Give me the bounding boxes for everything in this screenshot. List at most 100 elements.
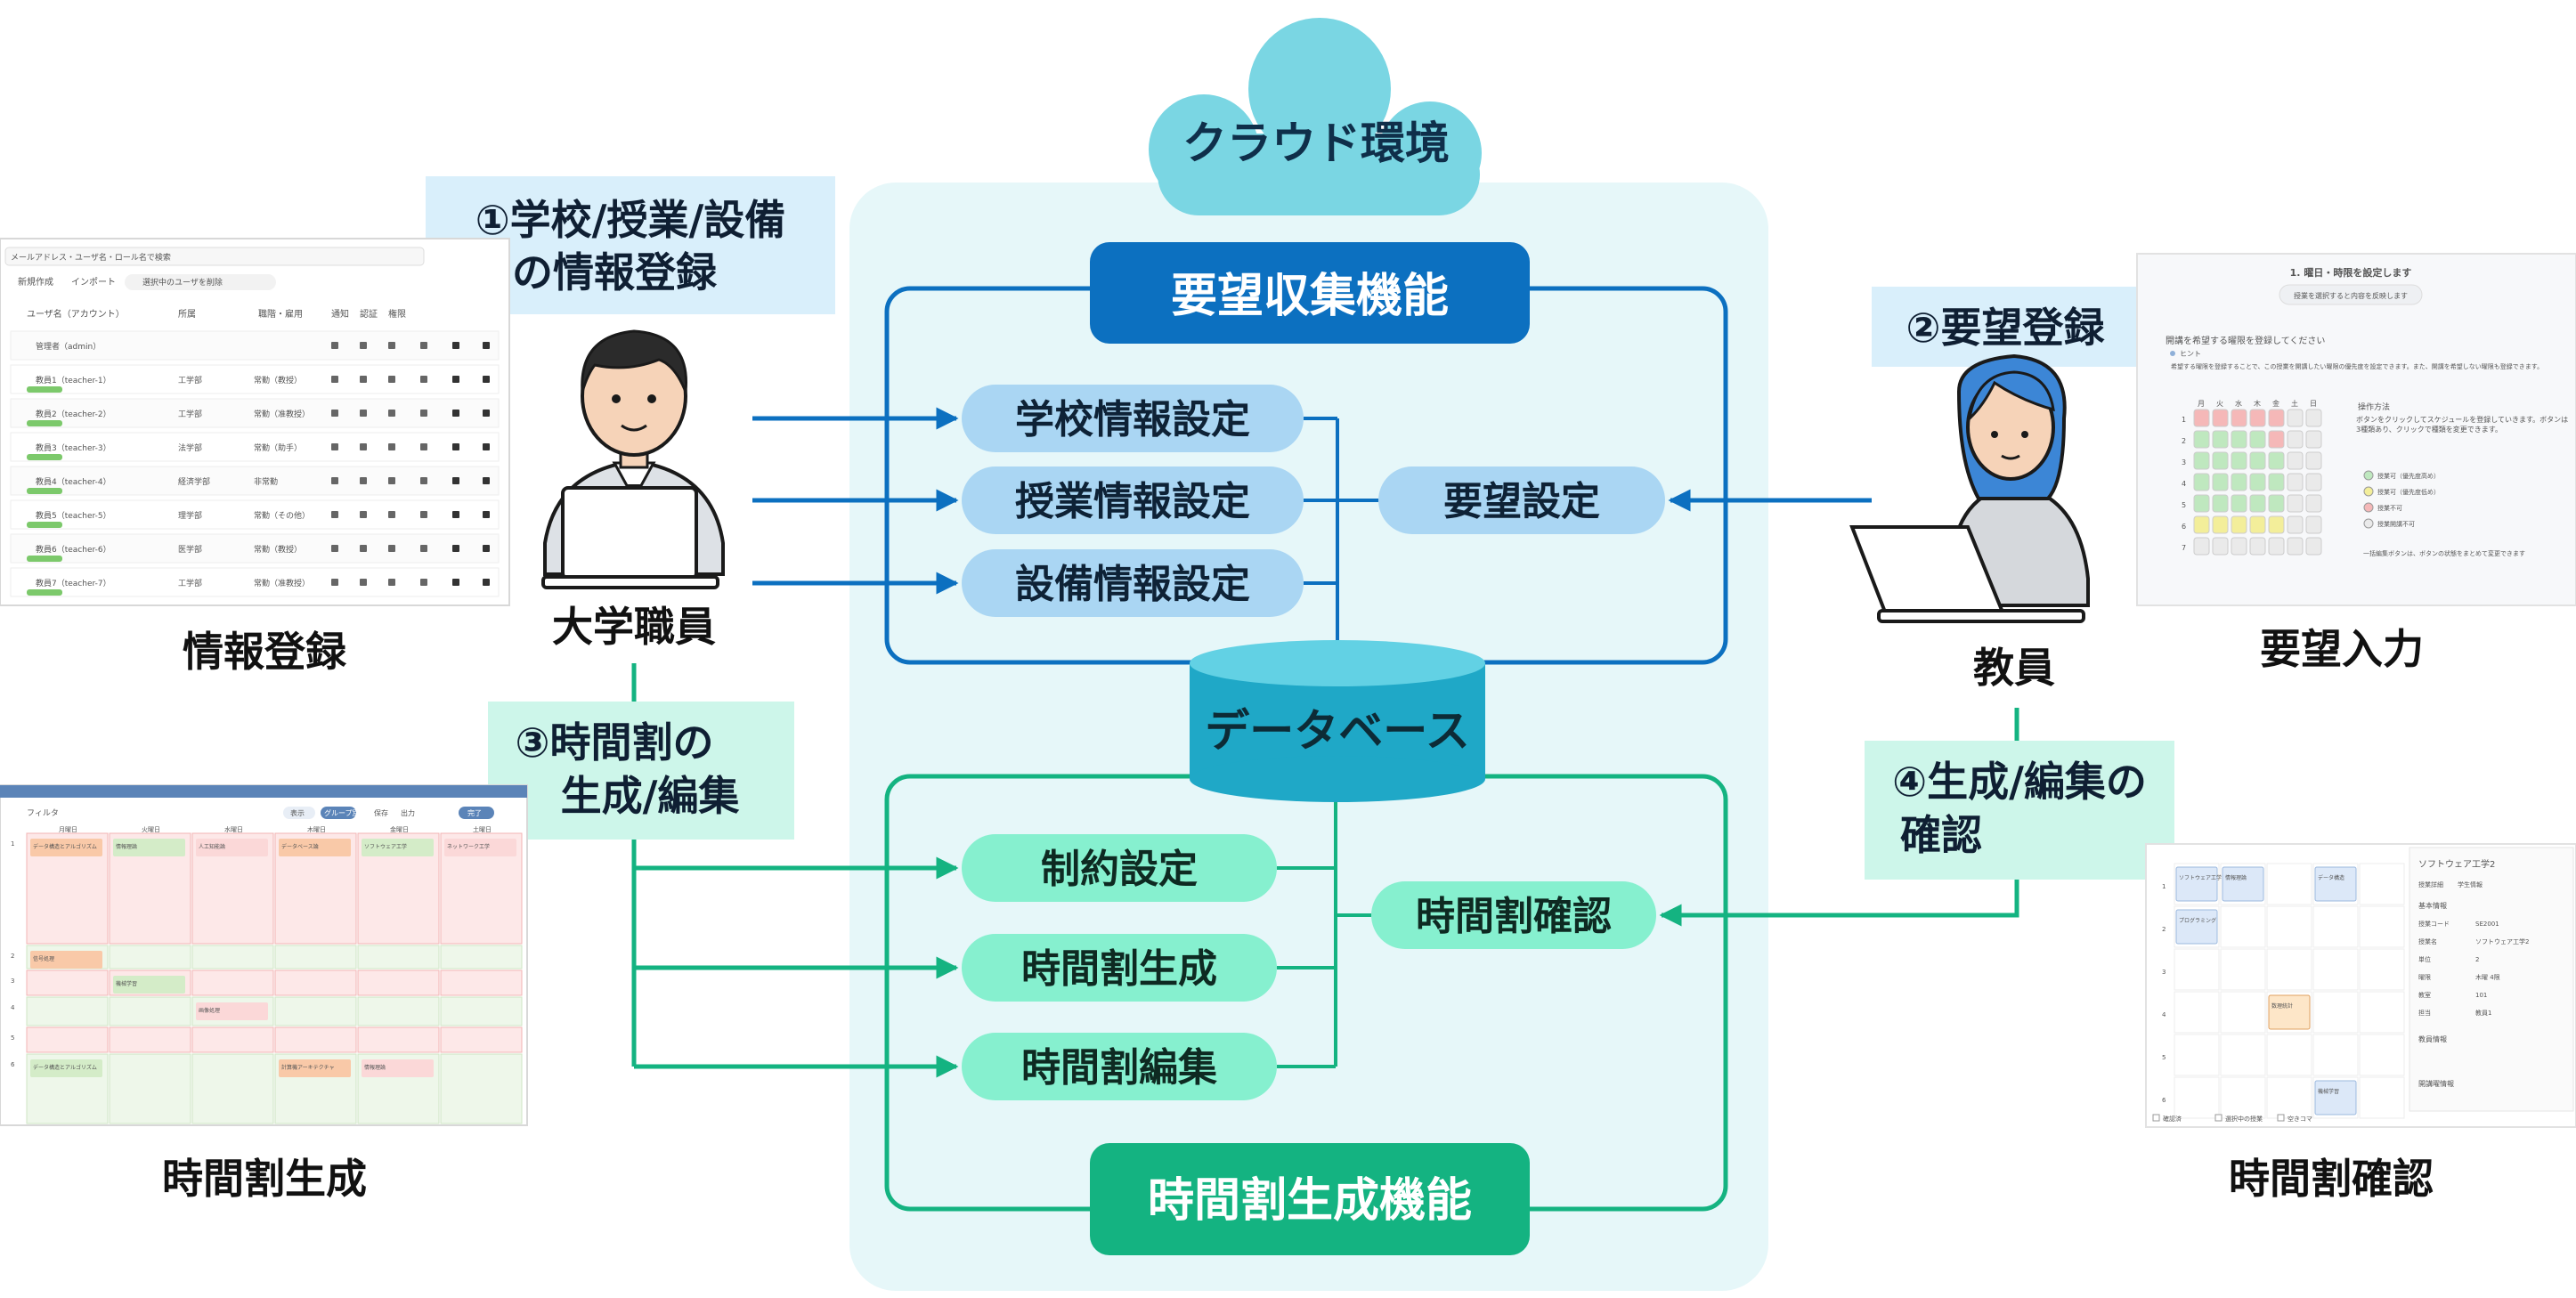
timetable-slot[interactable] [109,1053,191,1124]
setting-icon[interactable] [360,545,367,552]
timetable-slot[interactable] [109,996,191,1026]
timetable-slot[interactable] [2312,991,2359,1034]
request-slot-button[interactable] [2287,430,2304,449]
request-slot-button[interactable] [2305,537,2322,556]
setting-icon[interactable] [360,477,367,484]
timetable-slot[interactable] [2174,948,2220,991]
request-slot-button[interactable] [2268,409,2285,427]
school-info-setting[interactable] [962,385,1304,452]
timetable-slot[interactable] [440,1026,523,1053]
table-row[interactable] [10,398,500,428]
request-slot-button[interactable] [2193,537,2210,556]
edit-icon[interactable] [452,443,459,450]
course-card[interactable] [2268,994,2311,1030]
request-slot-button[interactable] [2305,494,2322,513]
request-slot-button[interactable] [2231,537,2247,556]
request-slot-button[interactable] [2212,430,2229,449]
setting-icon[interactable] [360,443,367,450]
tg-save-button[interactable]: 保存 [374,808,388,817]
course-card[interactable] [30,1059,102,1077]
info-delete-button[interactable]: 選択中のユーザを削除 [142,277,223,288]
delete-icon[interactable] [483,545,490,552]
request-setting[interactable] [1378,466,1665,534]
edit-icon[interactable] [452,376,459,383]
course-card[interactable] [196,1002,268,1020]
request-slot-button[interactable] [2231,494,2247,513]
request-slot-button[interactable] [2268,537,2285,556]
request-slot-button[interactable] [2305,473,2322,491]
timetable-slot[interactable] [2266,863,2312,905]
timetable-slot[interactable] [2359,1034,2405,1076]
table-row[interactable] [10,499,500,530]
setting-icon[interactable] [420,511,427,518]
request-slot-button[interactable] [2287,537,2304,556]
tg-group-button[interactable]: グループ別 [324,808,360,817]
request-slot-button[interactable] [2193,430,2210,449]
setting-icon[interactable] [331,511,338,518]
request-slot-button[interactable] [2305,430,2322,449]
timetable-slot[interactable] [2220,905,2266,948]
request-slot-button[interactable] [2212,409,2229,427]
setting-icon[interactable] [331,410,338,417]
setting-icon[interactable] [331,579,338,586]
edit-icon[interactable] [452,477,459,484]
table-row[interactable] [10,533,500,564]
request-slot-button[interactable] [2231,430,2247,449]
info-search-input[interactable]: メールアドレス・ユーザ名・ロール名で検索 [11,252,171,263]
timetable-slot[interactable] [274,996,357,1026]
timetable-slot[interactable] [440,996,523,1026]
request-slot-button[interactable] [2305,409,2322,427]
timetable-confirm[interactable] [1371,881,1656,949]
delete-icon[interactable] [483,579,490,586]
course-card[interactable] [113,839,185,856]
request-slot-button[interactable] [2231,515,2247,534]
request-slot-button[interactable] [2212,515,2229,534]
edit-icon[interactable] [452,579,459,586]
class-info-setting[interactable] [962,466,1304,534]
setting-icon[interactable] [388,579,395,586]
setting-icon[interactable] [388,511,395,518]
request-slot-button[interactable] [2193,451,2210,470]
timetable-edit[interactable] [962,1033,1277,1100]
request-slot-button[interactable] [2193,473,2210,491]
request-slot-button[interactable] [2268,451,2285,470]
request-slot-button[interactable] [2268,494,2285,513]
timetable-slot[interactable] [2266,948,2312,991]
facility-info-setting[interactable] [962,549,1304,617]
timetable-slot[interactable] [2220,1076,2266,1119]
timetable-slot[interactable] [2359,948,2405,991]
timetable-slot[interactable] [2174,1076,2220,1119]
request-slot-button[interactable] [2212,494,2229,513]
timetable-slot[interactable] [440,969,523,996]
request-slot-button[interactable] [2249,515,2266,534]
course-card[interactable] [362,839,434,856]
table-row[interactable] [10,432,500,462]
setting-icon[interactable] [388,477,395,484]
timetable-slot[interactable] [274,945,357,969]
setting-icon[interactable] [360,511,367,518]
edit-icon[interactable] [452,545,459,552]
timetable-slot[interactable] [440,945,523,969]
course-card[interactable] [30,839,102,856]
request-slot-button[interactable] [2268,430,2285,449]
timetable-slot[interactable] [2266,905,2312,948]
tg-filter-button[interactable]: フィルタ [27,808,59,818]
tg-view-button[interactable]: 表示 [290,808,305,817]
request-slot-button[interactable] [2231,473,2247,491]
course-card[interactable] [2314,866,2357,902]
request-slot-button[interactable] [2287,451,2304,470]
timetable-slot[interactable] [357,996,440,1026]
course-card[interactable] [196,839,268,856]
tg-export-button[interactable]: 出力 [401,808,415,817]
course-card[interactable] [113,976,185,994]
timetable-slot[interactable] [191,1026,274,1053]
timetable-slot[interactable] [2312,1034,2359,1076]
table-row[interactable] [10,567,500,597]
setting-icon[interactable] [331,376,338,383]
request-slot-button[interactable] [2249,409,2266,427]
request-slot-button[interactable] [2249,451,2266,470]
request-slot-button[interactable] [2287,473,2304,491]
setting-icon[interactable] [360,376,367,383]
timetable-slot[interactable] [357,969,440,996]
timetable-slot[interactable] [109,945,191,969]
